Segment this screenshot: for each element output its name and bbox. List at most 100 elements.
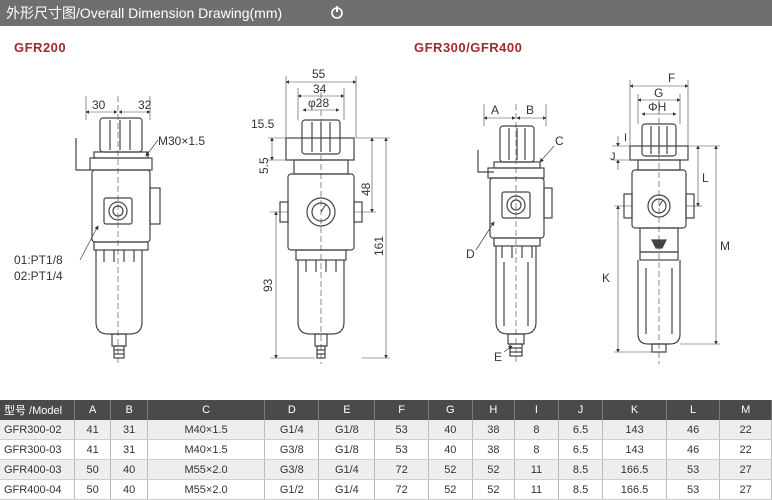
cell-model: GFR400-03 [0, 459, 75, 480]
dimension-table: 型号 /Model A B C D E F G H I J K L M GFR3… [0, 400, 772, 500]
cell-d: G3/8 [264, 459, 320, 480]
cell-model: GFR400-04 [0, 479, 75, 500]
gfr200-side-view [75, 96, 161, 364]
header-bar: 外形尺寸图/Overall Dimension Drawing(mm) [0, 0, 772, 26]
cell-j: 8.5 [558, 479, 604, 500]
col-header-j: J [558, 400, 604, 420]
table-header-row: 型号 /Model A B C D E F G H I J K L M [0, 400, 772, 420]
gfr300-side-view [475, 104, 555, 364]
cell-f: 72 [374, 459, 429, 480]
cell-k: 166.5 [602, 459, 667, 480]
cell-i: 11 [514, 479, 559, 500]
col-header-k: K [602, 400, 667, 420]
col-header-model: 型号 /Model [0, 400, 75, 420]
dim-I: I [624, 132, 627, 144]
cell-c: M55×2.0 [147, 459, 266, 480]
dim-161: 161 [372, 236, 386, 256]
cell-j: 6.5 [558, 439, 604, 460]
cell-e: G1/4 [318, 459, 376, 480]
cell-l: 46 [666, 420, 721, 440]
table-row: GFR300-03 41 31 M40×1.5 G3/8 G1/8 53 40 … [0, 439, 772, 460]
cell-b: 31 [110, 420, 148, 440]
page-title: 外形尺寸图/Overall Dimension Drawing(mm) [6, 5, 283, 21]
cell-e: G1/8 [318, 439, 376, 460]
col-header-b: B [110, 400, 148, 420]
cell-a: 41 [74, 420, 112, 440]
cell-h: 52 [472, 479, 515, 500]
col-header-m: M [719, 400, 772, 420]
dim-C: C [555, 134, 564, 148]
cell-a: 50 [74, 479, 112, 500]
cell-g: 40 [428, 420, 473, 440]
cell-g: 52 [428, 459, 473, 480]
cell-m: 22 [719, 439, 772, 460]
cell-a: 41 [74, 439, 112, 460]
cell-l: 53 [666, 479, 721, 500]
cell-model: GFR300-02 [0, 420, 75, 440]
cell-i: 8 [514, 420, 559, 440]
cell-j: 8.5 [558, 459, 604, 480]
cell-k: 143 [602, 420, 667, 440]
cell-h: 38 [472, 420, 515, 440]
cell-g: 52 [428, 479, 473, 500]
dim-H: ΦH [648, 100, 666, 114]
dim-32: 32 [138, 98, 152, 112]
model-label-gfr300-gfr400: GFR300/GFR400 [414, 40, 523, 55]
cell-h: 52 [472, 459, 515, 480]
circle-arrow-icon [331, 6, 343, 19]
table-row: GFR400-04 50 40 M55×2.0 G1/2 G1/4 72 52 … [0, 479, 772, 500]
cell-f: 53 [374, 420, 429, 440]
cell-f: 53 [374, 439, 429, 460]
cell-a: 50 [74, 459, 112, 480]
dim-D: D [466, 247, 475, 261]
dim-M: M [720, 239, 730, 253]
table-row: GFR400-03 50 40 M55×2.0 G3/8 G1/4 72 52 … [0, 459, 772, 480]
cell-k: 143 [602, 439, 667, 460]
cell-d: G1/2 [264, 479, 320, 500]
cell-b: 40 [110, 459, 148, 480]
cell-c: M40×1.5 [147, 439, 266, 460]
cell-i: 8 [514, 439, 559, 460]
cell-k: 166.5 [602, 479, 667, 500]
dimension-drawing: 30 32 M30×1.5 01:PT1/8 02:PT1/4 [14, 67, 730, 364]
cell-b: 31 [110, 439, 148, 460]
table-row: GFR300-02 41 31 M40×1.5 G1/4 G1/8 53 40 … [0, 420, 772, 440]
dim-G: G [654, 86, 663, 100]
col-header-a: A [74, 400, 112, 420]
cell-j: 6.5 [558, 420, 604, 440]
cell-e: G1/4 [318, 479, 376, 500]
col-header-l: L [666, 400, 721, 420]
cell-f: 72 [374, 479, 429, 500]
col-header-c: C [147, 400, 266, 420]
cell-l: 46 [666, 439, 721, 460]
cell-l: 53 [666, 459, 721, 480]
col-header-f: F [374, 400, 429, 420]
dim-93: 93 [261, 278, 275, 292]
gfr200-front-view [268, 76, 390, 364]
col-header-g: G [428, 400, 473, 420]
gfr300-front-view [612, 80, 720, 364]
dim-phi28: φ28 [308, 96, 329, 110]
cell-m: 22 [719, 420, 772, 440]
cell-d: G3/8 [264, 439, 320, 460]
dim-15-5: 15.5 [251, 117, 275, 131]
port-label-01: 01:PT1/8 [14, 253, 63, 267]
dim-55: 55 [312, 67, 326, 81]
cell-h: 38 [472, 439, 515, 460]
dim-E: E [494, 350, 502, 364]
cell-d: G1/4 [264, 420, 320, 440]
dim-L: L [702, 171, 709, 185]
port-label-02: 02:PT1/4 [14, 269, 63, 283]
col-header-e: E [318, 400, 376, 420]
cell-m: 27 [719, 459, 772, 480]
dim-J: J [610, 151, 616, 163]
dim-34: 34 [313, 82, 327, 96]
cell-model: GFR300-03 [0, 439, 75, 460]
thread-label: M30×1.5 [158, 134, 205, 148]
cell-g: 40 [428, 439, 473, 460]
col-header-d: D [264, 400, 320, 420]
cell-m: 27 [719, 479, 772, 500]
cell-b: 40 [110, 479, 148, 500]
dim-48: 48 [359, 182, 373, 196]
dim-30: 30 [92, 98, 106, 112]
